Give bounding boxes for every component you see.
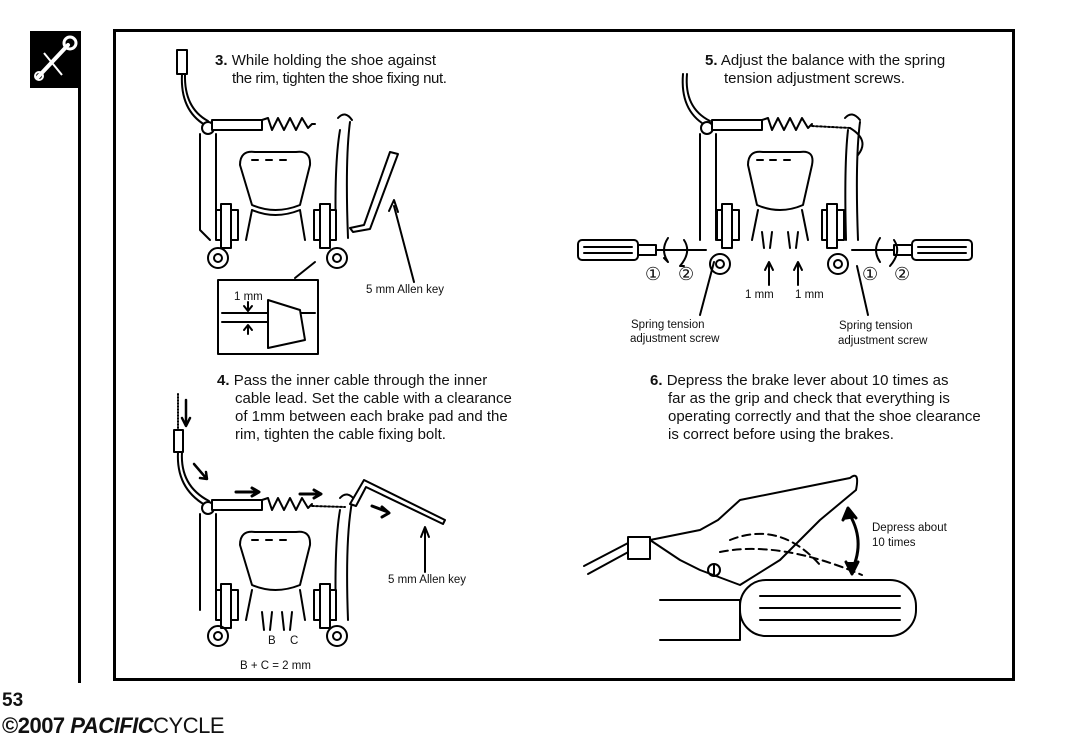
gap-left-label: 1 mm [745,289,774,301]
depress-label-1: Depress about [872,522,947,534]
step-number: 4. [217,372,230,389]
instruction-frame [113,29,1015,681]
step-text-line: the rim, tighten the shoe fixing nut. [232,70,447,87]
copyright-year: 2007 [17,713,65,738]
spring-left-label-2: adjustment screw [630,333,720,345]
circle-one-right: ① [862,264,879,284]
step-text-line: cable lead. Set the cable with a clearan… [235,390,512,407]
step-3: 3. While holding the shoe against the ri… [215,52,447,88]
brand-logo: PACIFIC [70,713,154,738]
copyright: ©2007 PACIFICCYCLE [2,713,225,739]
spring-right-label-2: adjustment screw [838,335,928,347]
step-text-line: operating correctly and that the shoe cl… [668,408,981,425]
step-text-line: far as the grip and check that everythin… [668,390,950,407]
gap-c-label: C [290,635,299,647]
formula-label: B + C = 2 mm [240,660,311,672]
step-text-line: While holding the shoe against [231,52,436,69]
step-number: 6. [650,372,663,389]
brake-diagram-step4 [173,393,446,647]
depress-label-2: 10 times [872,537,916,549]
step-5: 5. Adjust the balance with the spring te… [705,52,945,88]
circle-one-left: ① [645,264,662,284]
brake-diagram-step3 [176,49,415,355]
wrench-icon [34,35,78,81]
page-number: 53 [2,690,24,711]
circle-two-left: ② [678,264,695,284]
brake-diagram-step5 [577,73,973,316]
sidebar-rule [78,31,81,683]
step-text-line: is correct before using the brakes. [668,426,894,443]
tools-badge [30,31,80,88]
copyright-symbol: © [2,713,18,738]
clearance-label: 1 mm [234,291,263,303]
step-4: 4. Pass the inner cable through the inne… [217,372,512,444]
spring-left-label-1: Spring tension [631,319,705,331]
brake-lever-diagram [583,474,917,641]
step-number: 3. [215,52,228,69]
step-text-line: Adjust the balance with the spring [720,52,946,69]
allen-key-label: 5 mm Allen key [366,284,444,296]
step-text-line: Pass the inner cable through the inner [233,372,488,389]
gap-right-label: 1 mm [795,289,824,301]
step-number: 5. [705,52,718,69]
step-text-line: Depress the brake lever about 10 times a… [666,372,949,389]
step-6: 6. Depress the brake lever about 10 time… [650,372,981,444]
allen-key-label-2: 5 mm Allen key [388,574,466,586]
step-text-line: tension adjustment screws. [724,70,905,87]
brand-logo-suffix: CYCLE [153,713,225,738]
spring-right-label-1: Spring tension [839,320,913,332]
step-text-line: rim, tighten the cable fixing bolt. [235,426,446,443]
circle-two-right: ② [894,264,911,284]
gap-b-label: B [268,635,276,647]
step-text-line: of 1mm between each brake pad and the [235,408,508,425]
